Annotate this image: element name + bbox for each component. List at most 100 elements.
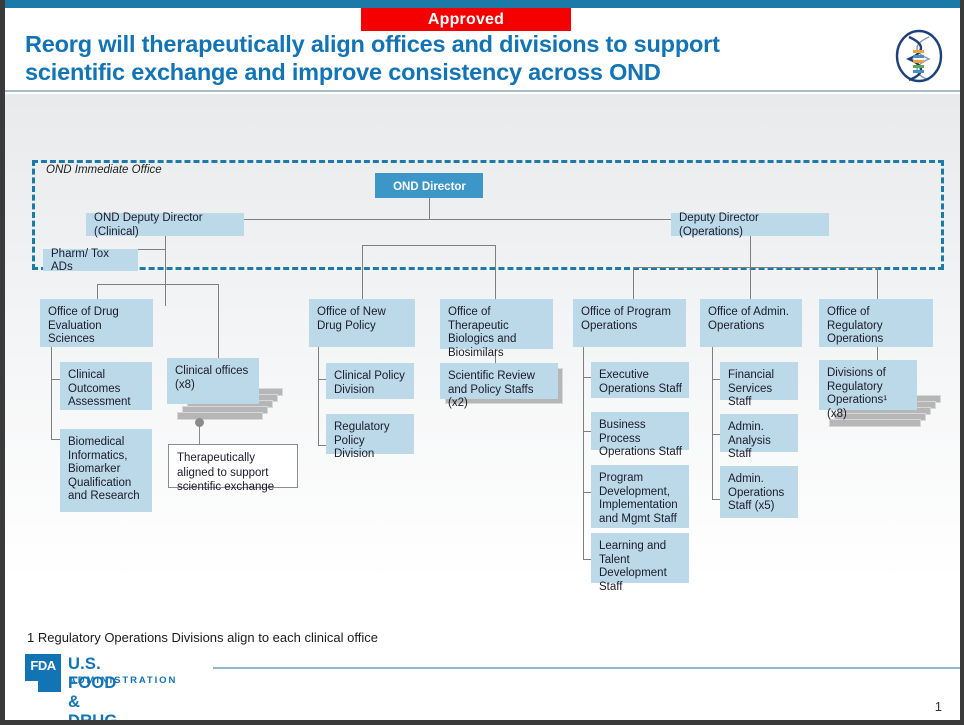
node-ond-director-label: OND Director — [393, 181, 466, 193]
node-admin-analysis-staff[interactable]: Admin. Analysis Staff — [720, 414, 798, 460]
node-office-new-drug-policy[interactable]: Office of New Drug Policy — [309, 299, 415, 347]
connector-oao-spine — [712, 347, 713, 499]
node-scientific-review-policy-staffs-front: Scientific Review and Policy Staffs (x2) — [440, 363, 558, 409]
node-regulatory-policy-division-label: Regulatory Policy Division — [334, 421, 390, 460]
node-financial-services-staff[interactable]: Financial Services Staff — [720, 362, 798, 408]
connector-operations-bus — [633, 267, 877, 268]
node-office-regulatory-operations[interactable]: Office of Regulatory Operations — [819, 299, 933, 347]
node-deputy-director-clinical-label: OND Deputy Director (Clinical) — [94, 212, 203, 238]
node-divisions-regulatory-operations-stack[interactable]: Divisions of Regulatory Operations¹ (x8) — [819, 360, 951, 430]
node-office-admin-operations[interactable]: Office of Admin. Operations — [700, 299, 802, 347]
org-chart-canvas: OND Immediate Office OND Director OND De… — [5, 94, 960, 720]
node-business-process-operations-staff-label: Business Process Operations Staff — [599, 419, 682, 458]
node-learning-talent-development-staff[interactable]: Learning and Talent Development Staff — [591, 533, 689, 593]
node-office-program-operations[interactable]: Office of Program Operations — [573, 299, 686, 347]
connector-ondp-child-2 — [318, 445, 326, 446]
connector-otbb-stem — [495, 349, 496, 364]
connector-odes-child-2 — [51, 439, 60, 440]
callout-stem — [199, 426, 200, 444]
connector-to-deputy-operations — [750, 219, 751, 306]
connector-policy-bus-to-otbb — [495, 245, 496, 299]
top-accent-band — [5, 0, 960, 8]
connector-oao-child-3 — [712, 499, 720, 500]
connector-opo-child-1 — [583, 377, 591, 378]
connector-opo-child-4 — [583, 559, 591, 560]
footnote: 1 Regulatory Operations Divisions align … — [27, 630, 378, 645]
node-divisions-regulatory-operations-front: Divisions of Regulatory Operations¹ (x8) — [819, 360, 917, 420]
connector-oao-child-1 — [712, 379, 720, 380]
node-executive-operations-staff-label: Executive Operations Staff — [599, 369, 682, 395]
connector-policy-bus — [362, 245, 496, 246]
connector-clinical-bus-to-odes — [97, 284, 98, 299]
node-deputy-director-operations-label: Deputy Director (Operations) — [679, 212, 759, 238]
connector-clinical-bus — [97, 284, 219, 285]
node-clinical-offices-label: Clinical offices (x8) — [175, 365, 249, 391]
connector-director-bus — [165, 219, 751, 220]
approved-badge: Approved — [361, 8, 571, 31]
page-title-line-2: scientific exchange and improve consiste… — [25, 59, 661, 85]
page-number: 1 — [934, 699, 942, 714]
node-biomedical-informatics-label: Biomedical Informatics, Biomarker Qualif… — [68, 436, 140, 502]
node-clinical-policy-division-label: Clinical Policy Division — [334, 370, 405, 396]
connector-operations-bus-to-oro — [877, 267, 878, 299]
node-divisions-regulatory-operations-label: Divisions of Regulatory Operations¹ (x8) — [827, 367, 888, 420]
fda-logo-line-1: U.S. FOOD & DRUG — [68, 655, 118, 725]
node-office-drug-evaluation-sciences-label: Office of Drug Evaluation Sciences — [48, 306, 119, 345]
node-business-process-operations-staff[interactable]: Business Process Operations Staff — [591, 412, 689, 458]
node-scientific-review-policy-staffs-label: Scientific Review and Policy Staffs (x2) — [448, 370, 535, 409]
connector-odes-spine — [51, 347, 52, 439]
node-clinical-offices-front: Clinical offices (x8) — [167, 358, 259, 404]
fda-logo-rule — [213, 667, 960, 669]
connector-clinical-bus-to-clinical-offices — [218, 284, 219, 358]
callout-therapeutically-aligned-text: Therapeutically aligned to support scien… — [177, 452, 275, 493]
connector-oao-child-2 — [712, 434, 720, 435]
page-title-line-1: Reorg will therapeutically align offices… — [25, 31, 720, 57]
node-office-regulatory-operations-label: Office of Regulatory Operations — [827, 306, 884, 345]
node-ond-director[interactable]: OND Director — [375, 173, 483, 198]
fda-logo-notch — [25, 681, 38, 692]
connector-oro-stem — [877, 347, 878, 361]
node-clinical-policy-division[interactable]: Clinical Policy Division — [326, 363, 414, 399]
node-deputy-director-clinical[interactable]: OND Deputy Director (Clinical) — [86, 212, 244, 238]
connector-ondp-child-1 — [318, 379, 326, 380]
stack-layer — [829, 419, 921, 427]
connector-opo-spine — [583, 347, 584, 559]
ond-immediate-office-label: OND Immediate Office — [46, 164, 162, 176]
node-clinical-offices-stack[interactable]: Clinical offices (x8) — [167, 358, 285, 420]
fda-logo-mark: FDA — [25, 654, 61, 692]
node-office-therapeutic-biologics[interactable]: Office of Therapeutic Biologics and Bios… — [440, 299, 553, 359]
node-regulatory-policy-division[interactable]: Regulatory Policy Division — [326, 414, 414, 460]
connector-policy-bus-to-ondp — [362, 245, 363, 299]
node-office-new-drug-policy-label: Office of New Drug Policy — [317, 306, 386, 332]
stack-layer — [177, 412, 263, 420]
node-admin-operations-staff-label: Admin. Operations Staff (x5) — [728, 473, 785, 512]
node-program-development-staff[interactable]: Program Development, Implementation and … — [591, 465, 689, 528]
connector-opo-child-2 — [583, 431, 591, 432]
connector-opo-child-3 — [583, 492, 591, 493]
node-clinical-outcomes-assessment-label: Clinical Outcomes Assessment — [68, 369, 131, 408]
callout-therapeutically-aligned: Therapeutically aligned to support scien… — [168, 444, 298, 493]
node-deputy-director-operations[interactable]: Deputy Director (Operations) — [671, 212, 829, 238]
node-admin-operations-staff[interactable]: Admin. Operations Staff (x5) — [720, 466, 798, 518]
node-pharm-tox-ads-label: Pharm/ Tox ADs — [51, 247, 109, 274]
node-clinical-outcomes-assessment[interactable]: Clinical Outcomes Assessment — [60, 362, 152, 410]
node-scientific-review-policy-staffs-stack[interactable]: Scientific Review and Policy Staffs (x2) — [440, 363, 565, 409]
node-executive-operations-staff[interactable]: Executive Operations Staff — [591, 362, 689, 398]
node-office-therapeutic-biologics-label: Office of Therapeutic Biologics and Bios… — [448, 306, 517, 359]
node-pharm-tox-ads[interactable]: Pharm/ Tox ADs — [43, 248, 138, 273]
fda-logo-mark-text: FDA — [30, 658, 56, 673]
node-financial-services-staff-label: Financial Services Staff — [728, 369, 775, 408]
connector-ondp-spine — [318, 347, 319, 445]
slide-header: Approved Reorg will therapeutically alig… — [5, 8, 960, 92]
connector-operations-bus-to-opo — [633, 267, 634, 299]
node-biomedical-informatics[interactable]: Biomedical Informatics, Biomarker Qualif… — [60, 429, 152, 512]
node-program-development-staff-label: Program Development, Implementation and … — [599, 472, 678, 525]
node-office-program-operations-label: Office of Program Operations — [581, 306, 671, 332]
node-learning-talent-development-staff-label: Learning and Talent Development Staff — [599, 540, 667, 593]
node-admin-analysis-staff-label: Admin. Analysis Staff — [728, 421, 771, 460]
node-office-drug-evaluation-sciences[interactable]: Office of Drug Evaluation Sciences — [40, 299, 153, 347]
connector-operations-bus-to-oao — [750, 267, 751, 299]
connector-director-stem — [429, 198, 430, 219]
fda-dna-emblem-icon — [895, 29, 943, 83]
